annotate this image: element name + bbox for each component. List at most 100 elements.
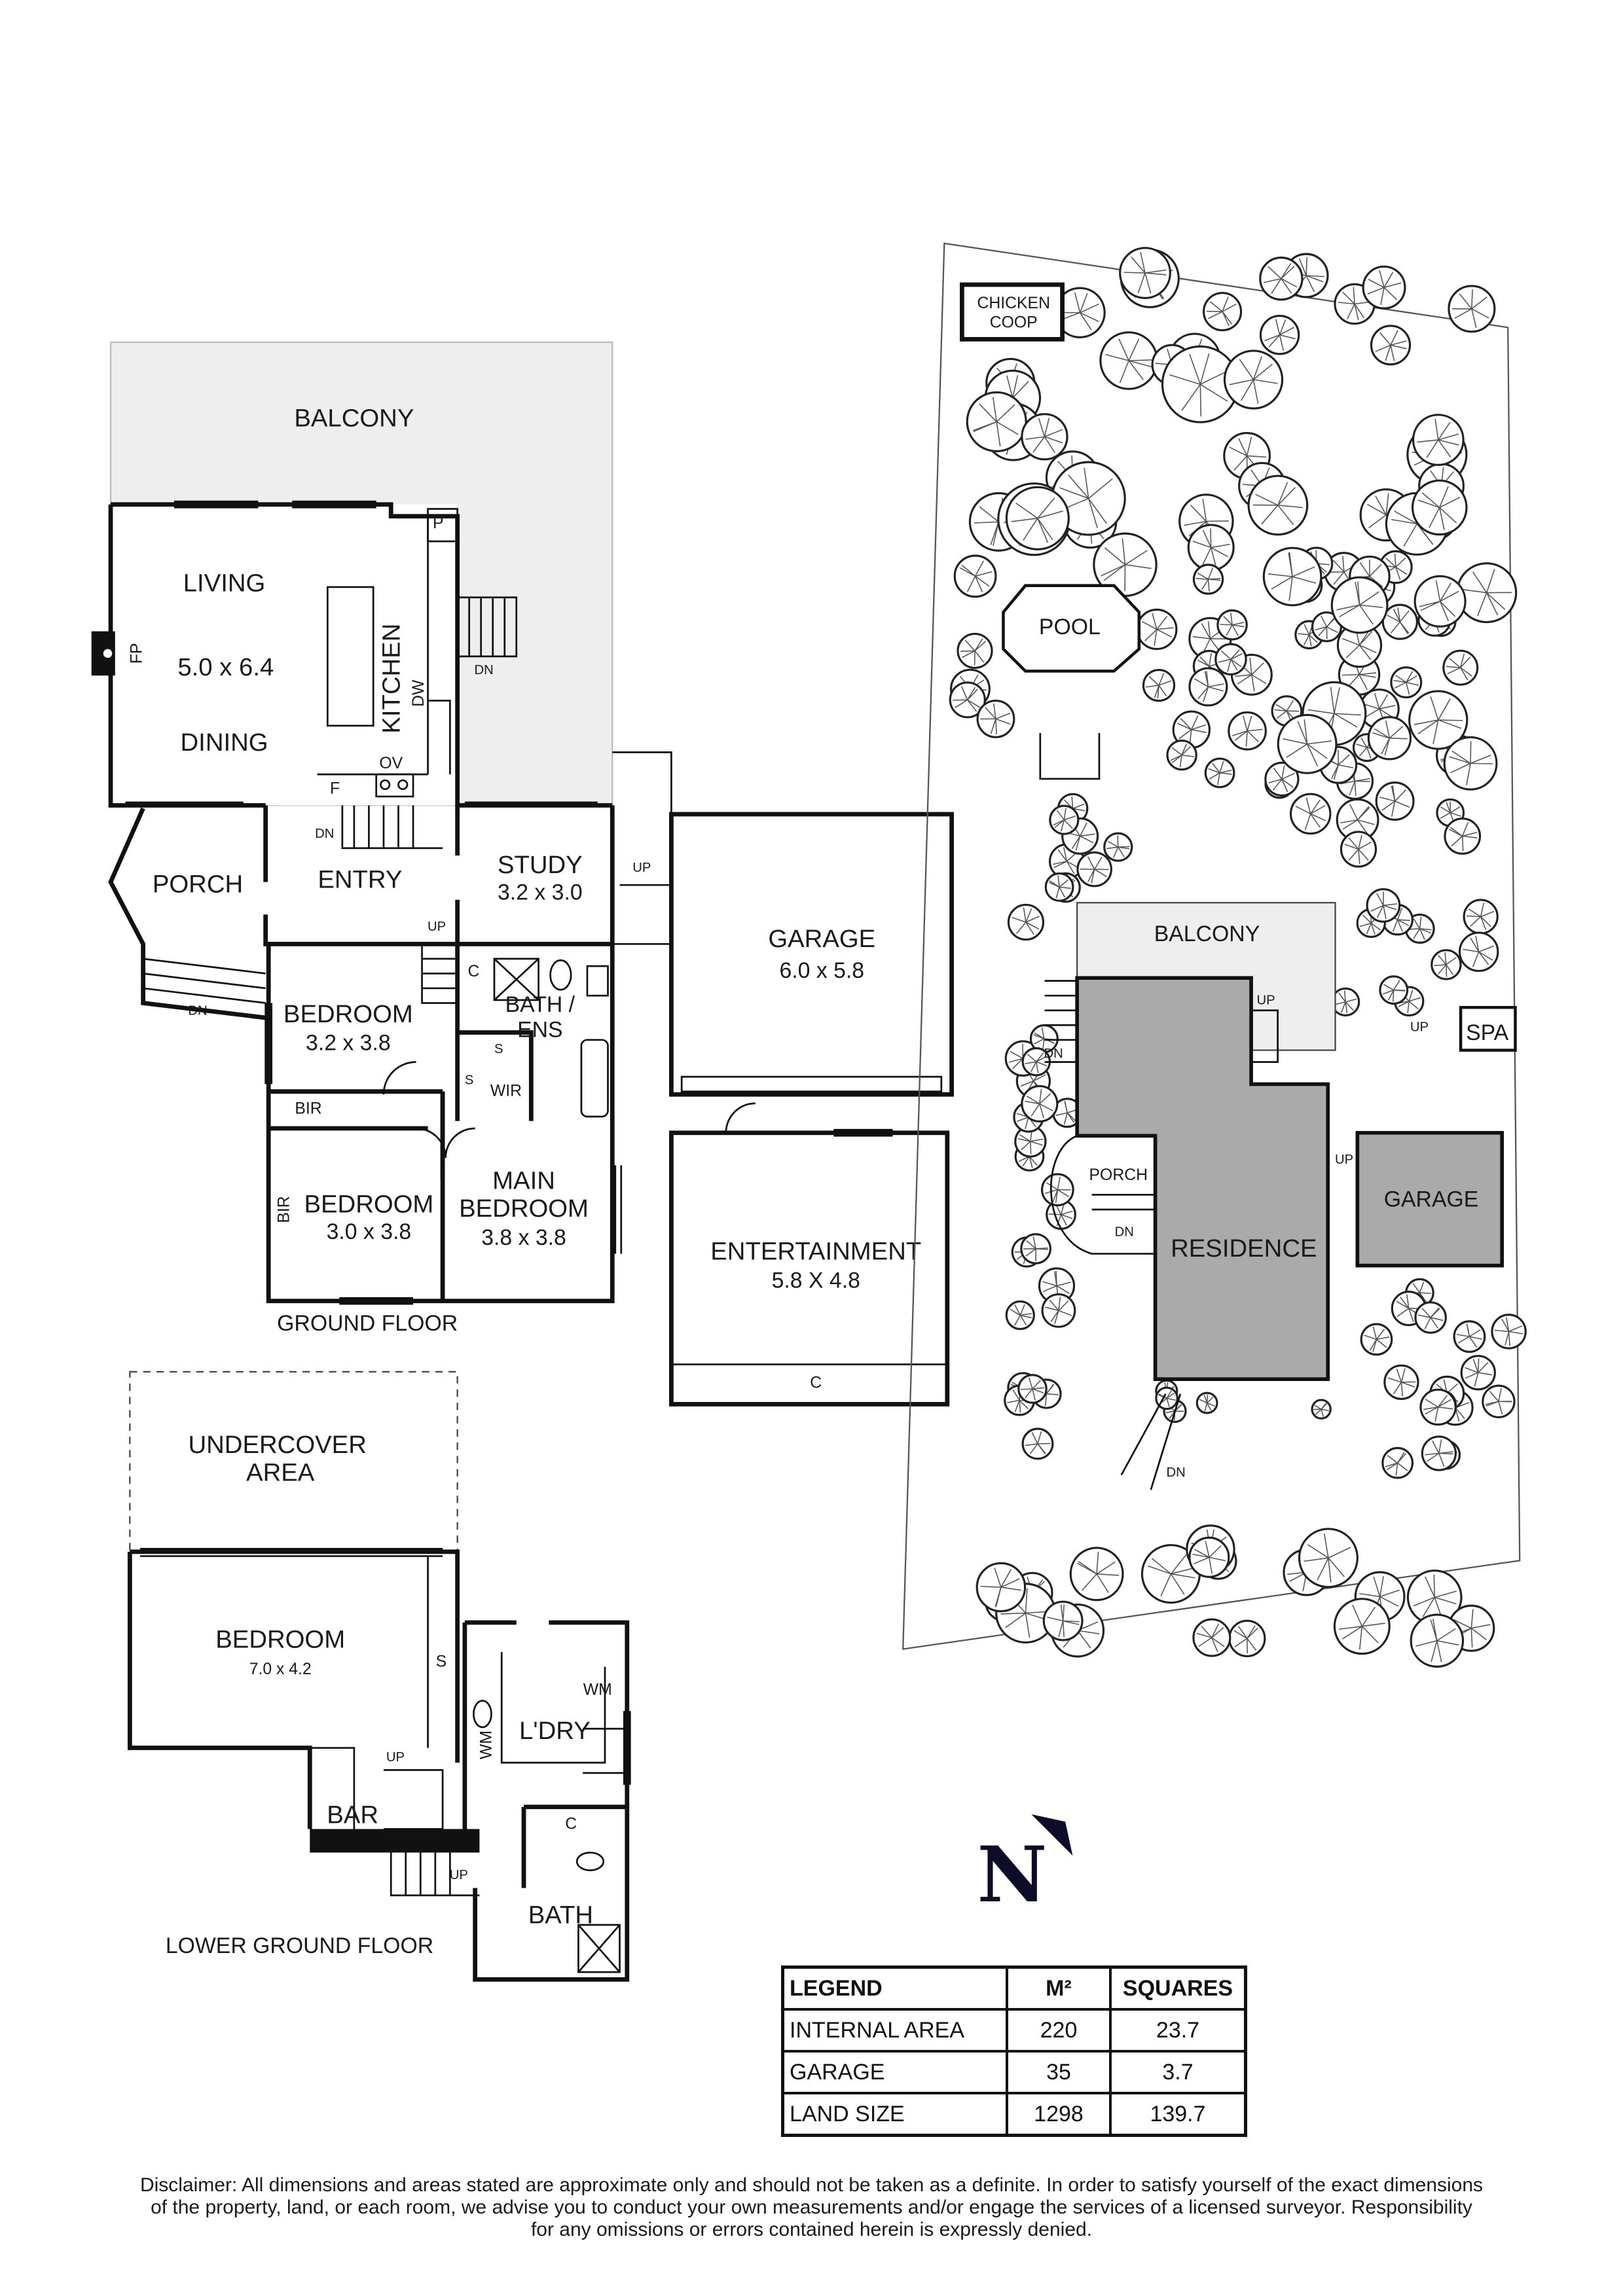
tree-icon <box>1383 1364 1419 1400</box>
porch-label: PORCH <box>153 870 243 898</box>
laundry-label: L'DRY <box>519 1717 591 1745</box>
disclaimer-line: of the property, land, or each room, we … <box>151 2197 1472 2218</box>
legend-m2: 220 <box>1006 2008 1112 2053</box>
porch-dn-label: DN <box>188 1003 207 1018</box>
tree-icon <box>1203 292 1243 332</box>
tree-icon <box>976 699 1015 738</box>
tree-icon <box>1448 285 1496 333</box>
pantry-label: P <box>433 514 444 532</box>
tree-icon <box>1333 1598 1391 1655</box>
tree-icon <box>1262 547 1322 607</box>
tree-icon <box>976 1562 1027 1613</box>
ground-floor-title: GROUND FLOOR <box>277 1311 458 1336</box>
ground-floor: BALCONY LIVING 5.0 x 6.4 DINING KITCHEN … <box>91 341 954 1407</box>
dining-label: DINING <box>181 728 268 757</box>
entry-label: ENTRY <box>318 866 402 894</box>
entry-study-walls <box>263 805 615 1304</box>
lower-shelf-label: S <box>436 1653 447 1671</box>
bedroom-doors <box>382 1061 475 1158</box>
tree-icon <box>1049 804 1080 835</box>
tree-icon <box>1453 1320 1486 1354</box>
stove-icon <box>375 773 414 798</box>
lower-stair <box>383 1769 480 1897</box>
tree-icon <box>1223 350 1284 410</box>
tree-icon <box>1042 1600 1084 1641</box>
tree-icon <box>1099 331 1158 390</box>
site-dn-label-3: DN <box>1167 1465 1186 1480</box>
tree-icon <box>1463 899 1499 935</box>
bath-ens-label-2: ENS <box>517 1017 563 1042</box>
bir-label-2: BIR <box>276 1196 293 1223</box>
porch-outline-site <box>1050 1135 1156 1255</box>
lower-shower-icon <box>577 1924 621 1973</box>
bedroom2-label: BEDROOM <box>304 1190 433 1218</box>
tree-icon <box>1366 888 1401 923</box>
tree-icon <box>1103 832 1133 862</box>
garage-walls <box>669 812 954 1097</box>
tree-icon <box>1069 1547 1124 1602</box>
tree-icon <box>1491 1314 1527 1350</box>
tree-icon <box>1289 793 1332 835</box>
tree-icon <box>1370 325 1412 366</box>
tree-icon <box>1204 757 1235 789</box>
tree-icon <box>1444 817 1482 855</box>
tree-icon <box>1044 872 1074 902</box>
table-row: LAND SIZE 1298 139.7 <box>781 2092 1247 2137</box>
living-kitchen-walls <box>108 502 613 808</box>
tree-icon <box>1051 461 1126 536</box>
legend-m2: 35 <box>1006 2050 1112 2094</box>
tree-icon <box>1021 1427 1054 1460</box>
legend-header-row: LEGEND M² SQUARES <box>781 1965 1247 2011</box>
tree-icon <box>1367 716 1412 761</box>
pool-label: POOL <box>1039 615 1101 639</box>
tree-icon <box>1458 931 1499 972</box>
garage-label: GARAGE <box>768 925 875 953</box>
tree-icon <box>1192 1618 1231 1657</box>
tree-icon <box>1443 736 1498 791</box>
bedroom2-dims: 3.0 x 3.8 <box>327 1219 412 1244</box>
site-dn-label-1: DN <box>1044 1047 1063 1061</box>
disclaimer: Disclaimer: All dimensions and areas sta… <box>39 2174 1584 2241</box>
entertainment-walls <box>669 1130 950 1407</box>
living-room-area <box>111 504 458 806</box>
tree-icon <box>1021 1047 1051 1077</box>
tree-icon <box>1188 667 1228 707</box>
tree-icon <box>1381 603 1418 640</box>
tree-icon <box>1408 690 1468 750</box>
study-dims: 3.2 x 3.0 <box>498 880 583 905</box>
stair-kitchen <box>457 596 518 658</box>
main-bedroom-label-2: BEDROOM <box>459 1194 589 1223</box>
fireplace-label: FP <box>128 643 145 664</box>
tree-icon <box>1410 1613 1465 1668</box>
lower-stair-up-label-2: UP <box>450 1868 468 1882</box>
ensuite-walls <box>440 944 534 1180</box>
oven-label: OV <box>379 755 403 772</box>
tree-icon <box>1442 649 1479 686</box>
pool-steps <box>1039 733 1101 780</box>
residence <box>1075 976 1330 1381</box>
bedroom1-dims: 3.2 x 3.8 <box>306 1031 391 1056</box>
site-dn-label-2: DN <box>1115 1225 1134 1240</box>
tree-icon <box>1360 1323 1393 1356</box>
garage-access <box>612 751 672 945</box>
legend-header: LEGEND <box>781 1965 1008 2011</box>
tree-icon <box>1228 1619 1266 1657</box>
tree-icon <box>1187 524 1235 571</box>
lower-bedroom-dims: 7.0 x 4.2 <box>249 1660 312 1678</box>
chicken-coop-label-2: COOP <box>990 314 1038 331</box>
site-up-label-2: UP <box>1410 1020 1429 1034</box>
tree-icon <box>1166 739 1197 771</box>
legend-table: LEGEND M² SQUARES INTERNAL AREA 220 23.7… <box>781 1965 1247 2137</box>
bar-label: BAR <box>327 1801 378 1829</box>
tree-icon <box>1119 247 1171 299</box>
site-plan: CHICKEN COOP POOL BALCONY UP DN UP SPA U… <box>902 242 1527 1668</box>
tree-icon <box>1412 414 1465 466</box>
laundry-tub-icon <box>473 1700 492 1729</box>
tree-icon <box>1411 479 1468 536</box>
tree-icon <box>1040 1173 1074 1207</box>
tree-icon <box>957 632 993 670</box>
tree-icon <box>1020 1233 1051 1265</box>
disclaimer-line: Disclaimer: All dimensions and areas sta… <box>139 2174 1484 2196</box>
tree-icon <box>1136 608 1178 651</box>
